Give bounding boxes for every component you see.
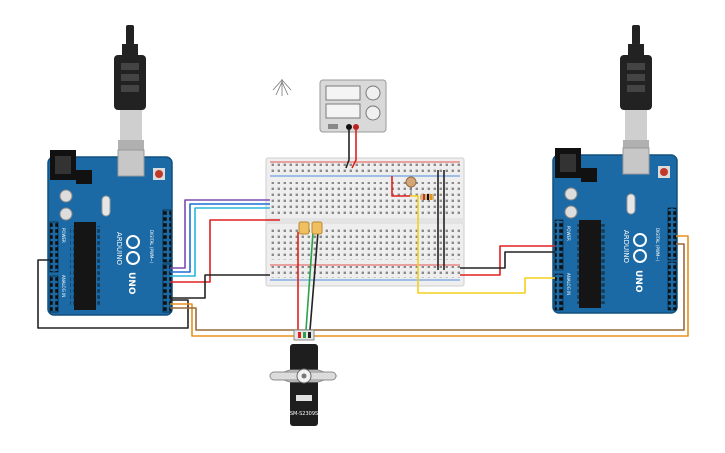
wire-left-black — [170, 274, 270, 299]
wire-right-black — [460, 251, 555, 269]
capacitor-pair[interactable] — [298, 221, 323, 235]
digital-header-label: DIGITAL (PWM~) — [149, 230, 154, 264]
wire-left-ground-loop — [37, 259, 189, 329]
servo-motor[interactable]: SM-S2309S — [269, 329, 338, 426]
wire-brown-bus — [170, 243, 685, 331]
power-supply[interactable] — [319, 79, 387, 133]
arduino-brand-label: ARDUINO — [115, 232, 123, 265]
wire-servo-black — [309, 231, 319, 331]
reset-button-icon[interactable] — [658, 166, 670, 178]
resistor[interactable] — [420, 194, 434, 200]
wire-left-cyan — [170, 207, 270, 277]
servo-model-label: SM-S2309S — [290, 411, 318, 417]
wire-psu-negative — [345, 130, 350, 169]
analog-header-label: ANALOG IN — [566, 273, 571, 295]
arduino-logo: ARDUINO UNO — [115, 232, 140, 295]
reset-button-icon[interactable] — [153, 168, 165, 180]
power-header-label: POWER — [566, 226, 571, 241]
arduino-model-label: UNO — [126, 272, 136, 295]
digital-header-label: DIGITAL (PWM~) — [655, 228, 660, 262]
wire-bb-red-top — [391, 176, 410, 197]
wires — [37, 130, 689, 337]
arduino-logo: ARDUINO UNO — [622, 230, 647, 293]
wire-right-red — [460, 245, 555, 276]
arduino-model-label: UNO — [633, 270, 643, 293]
arduino-brand-label: ARDUINO — [622, 230, 630, 263]
arduino-uno-left[interactable]: ARDUINO UNO DIGITAL (PWM~) ANALOG IN POW… — [47, 25, 173, 316]
wire-orange-bus — [170, 235, 689, 337]
wire-left-blue — [170, 203, 270, 273]
photoresistor[interactable] — [405, 176, 417, 194]
antenna-icon — [272, 79, 292, 96]
wire-psu-positive — [351, 130, 357, 169]
analog-header-label: ANALOG IN — [61, 275, 66, 297]
wire-left-purple — [170, 199, 270, 269]
arduino-uno-right[interactable]: ARDUINO UNO DIGITAL (PWM~) ANALOG IN POW… — [552, 25, 678, 314]
wire-right-yellow — [410, 195, 555, 294]
wire-left-red — [170, 219, 280, 283]
wire-servo-green — [305, 231, 314, 331]
breadboard[interactable] — [265, 157, 465, 287]
power-header-label: POWER — [61, 228, 66, 243]
